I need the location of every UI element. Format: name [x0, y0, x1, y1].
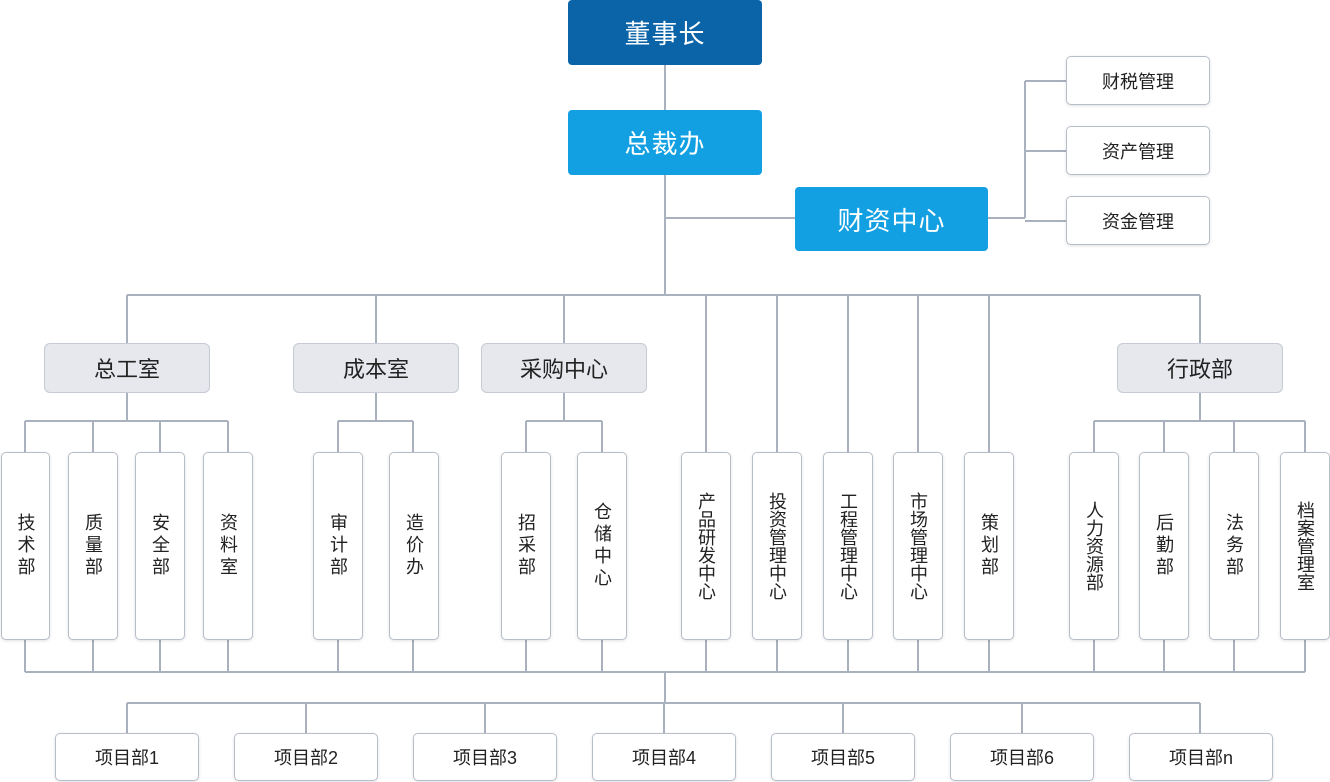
- unit-docs: 资料室: [203, 452, 253, 640]
- procurement-center-box: 采购中心: [481, 343, 647, 393]
- unit-pricing: 造价办: [389, 452, 439, 640]
- project-dept-n: 项目部n: [1129, 733, 1273, 781]
- unit-engineering: 工程管理中心: [823, 452, 873, 640]
- asset-management-box: 资产管理: [1066, 126, 1210, 175]
- chairman-box: 董事长: [568, 0, 762, 65]
- chief-engineer-office-box: 总工室: [44, 343, 210, 393]
- cost-office-box: 成本室: [293, 343, 459, 393]
- unit-market: 市场管理中心: [893, 452, 943, 640]
- unit-rnd: 产品研发中心: [681, 452, 731, 640]
- unit-tech: 技术部: [1, 452, 50, 640]
- admin-dept-box: 行政部: [1117, 343, 1283, 393]
- project-dept-3: 项目部3: [413, 733, 557, 781]
- unit-storage: 仓储中心: [577, 452, 627, 640]
- unit-hr: 人力资源部: [1069, 452, 1119, 640]
- unit-audit: 审计部: [313, 452, 363, 640]
- project-dept-6: 项目部6: [950, 733, 1094, 781]
- unit-planning: 策划部: [964, 452, 1014, 640]
- unit-invest: 投资管理中心: [752, 452, 802, 640]
- unit-bidding: 招采部: [501, 452, 551, 640]
- president-office-box: 总裁办: [568, 110, 762, 175]
- unit-logistics: 后勤部: [1139, 452, 1189, 640]
- project-dept-5: 项目部5: [771, 733, 915, 781]
- unit-safety: 安全部: [135, 452, 185, 640]
- project-dept-4: 项目部4: [592, 733, 736, 781]
- fund-management-box: 资金管理: [1066, 196, 1210, 245]
- finance-center-box: 财资中心: [795, 187, 988, 251]
- finance-tax-box: 财税管理: [1066, 56, 1210, 105]
- project-dept-2: 项目部2: [234, 733, 378, 781]
- unit-archives: 档案管理室: [1280, 452, 1330, 640]
- project-dept-1: 项目部1: [55, 733, 199, 781]
- unit-quality: 质量部: [68, 452, 118, 640]
- unit-legal: 法务部: [1209, 452, 1259, 640]
